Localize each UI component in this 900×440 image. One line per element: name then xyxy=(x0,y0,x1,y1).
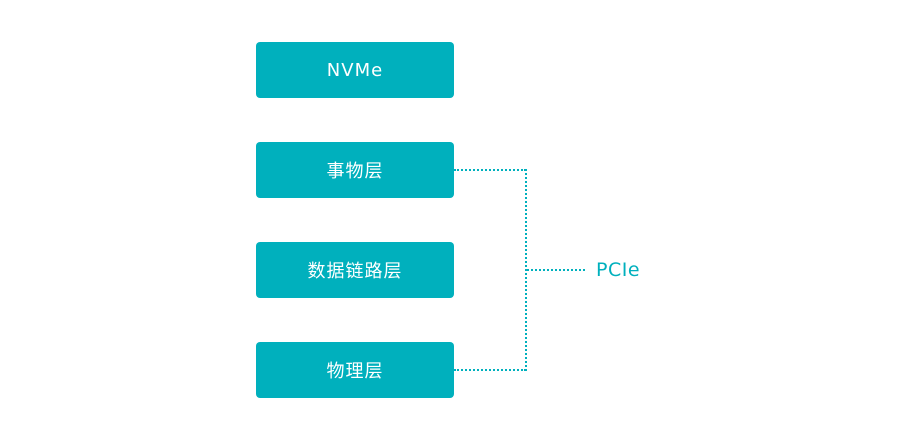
box-data-link-layer-label: 数据链路层 xyxy=(307,261,403,282)
box-nvme-label: NVMe xyxy=(326,59,384,81)
connector-pcie-label-horizontal xyxy=(527,269,585,271)
box-transaction-layer-label: 事物层 xyxy=(326,161,384,182)
box-physical-layer-label: 物理层 xyxy=(326,361,384,382)
box-nvme: NVMe xyxy=(256,42,454,98)
connector-transaction-horizontal xyxy=(454,169,526,171)
pcie-label: PCIe xyxy=(596,259,641,281)
box-data-link-layer: 数据链路层 xyxy=(256,242,454,298)
box-transaction-layer: 事物层 xyxy=(256,142,454,198)
connector-vertical-bracket xyxy=(525,169,527,371)
connector-physical-horizontal xyxy=(454,369,526,371)
box-physical-layer: 物理层 xyxy=(256,342,454,398)
